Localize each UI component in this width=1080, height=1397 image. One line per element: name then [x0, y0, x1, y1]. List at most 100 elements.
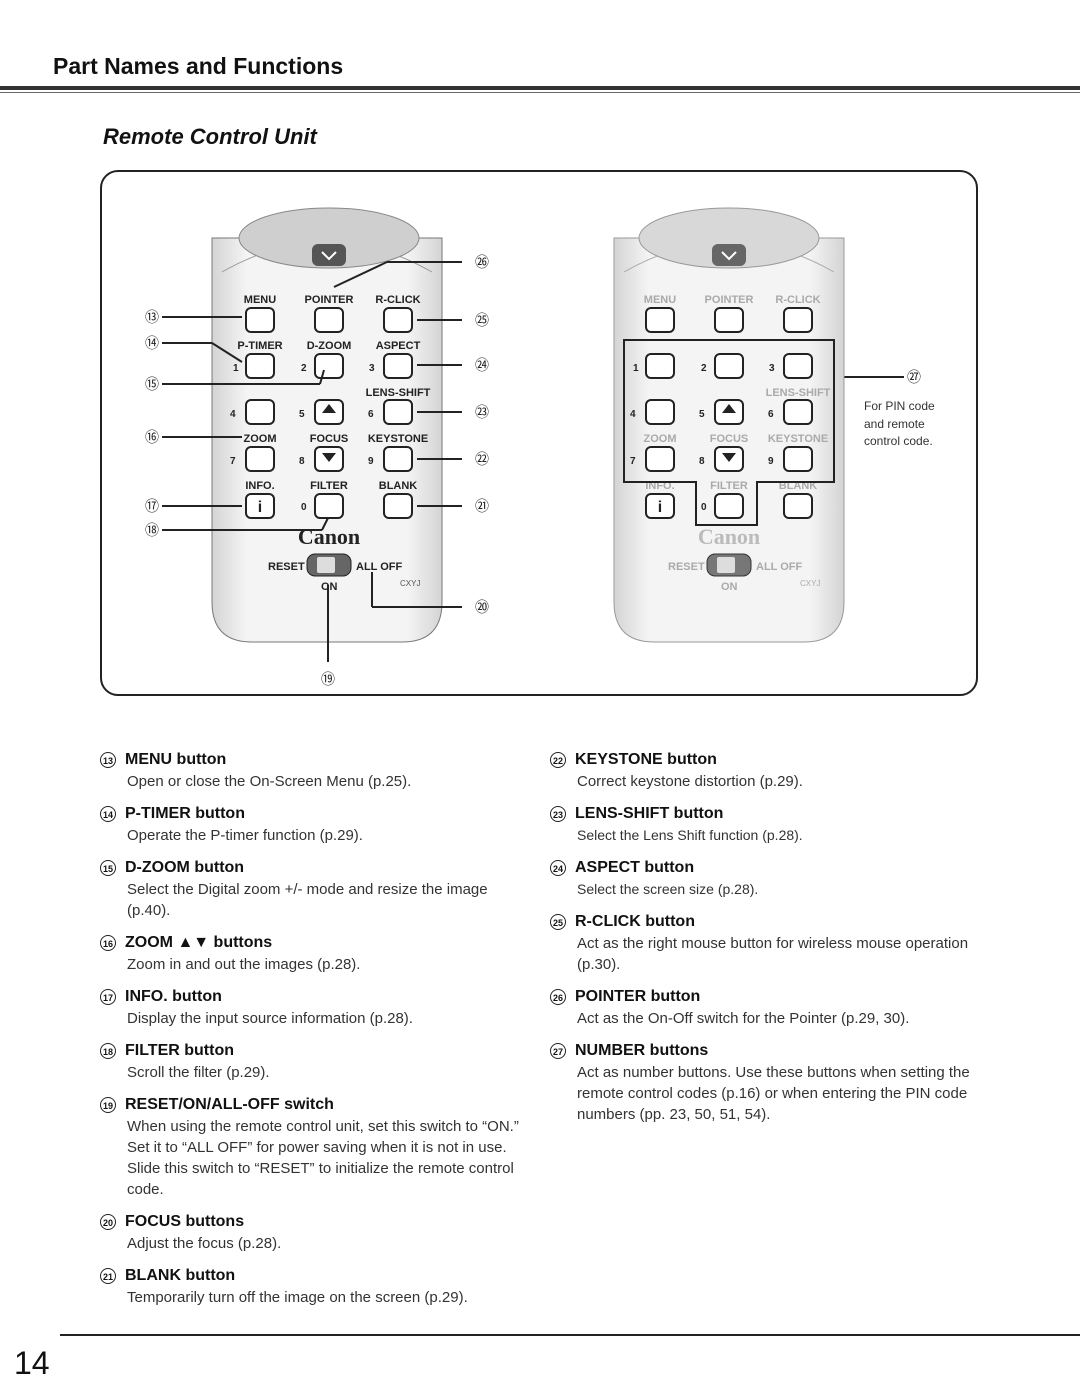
subsection-title: Remote Control Unit	[103, 124, 317, 149]
callout-23: ㉓	[475, 404, 489, 420]
svg-text:4: 4	[630, 409, 636, 420]
callout-17: ⑰	[145, 498, 159, 514]
item-title: ASPECT button	[575, 859, 695, 876]
item-body: Adjust the focus (p.28).	[127, 1235, 282, 1252]
item-number: 24	[550, 860, 566, 876]
callout-20: ⑳	[475, 599, 489, 615]
svg-text:5: 5	[299, 409, 305, 420]
item-title: RESET/ON/ALL-OFF switch	[125, 1096, 334, 1113]
item-title: FILTER button	[125, 1042, 234, 1059]
label-alloff: ALL OFF	[356, 561, 403, 573]
svg-text:KEYSTONE: KEYSTONE	[768, 433, 828, 445]
svg-text:R-CLICK: R-CLICK	[775, 294, 820, 306]
svg-text:1: 1	[233, 363, 239, 374]
rclick-button-shape	[383, 307, 413, 333]
remote-illustration: MENU POINTER R-CLICK P-TIMER D-ZOOM ASPE…	[145, 207, 935, 687]
callout-26: ㉖	[475, 254, 489, 270]
svg-text:ON: ON	[721, 581, 738, 593]
item-title: D-ZOOM button	[125, 859, 245, 876]
svg-text:CXYJ: CXYJ	[800, 579, 820, 588]
svg-text:POINTER: POINTER	[705, 294, 754, 306]
svg-text:2: 2	[701, 363, 707, 374]
item-title: P-TIMER button	[125, 805, 245, 822]
callout-14: ⑭	[145, 335, 159, 351]
item-number: 27	[550, 1043, 566, 1059]
item-number: 26	[550, 989, 566, 1005]
svg-text:5: 5	[699, 409, 705, 420]
remote-right: MENU POINTER R-CLICK LENS-SHIFT ZOOM FOC…	[613, 207, 845, 643]
callout-27: ㉗	[907, 369, 921, 385]
svg-text:LENS-SHIFT: LENS-SHIFT	[766, 387, 831, 399]
svg-text:9: 9	[768, 456, 774, 467]
item-body: When using the remote control unit, set …	[127, 1118, 519, 1198]
label-info: INFO.	[245, 480, 274, 492]
header-rule	[0, 86, 1080, 90]
callout-22: ㉒	[475, 451, 489, 467]
item-body: Correct keystone distortion (p.29).	[577, 773, 803, 790]
label-on: ON	[321, 581, 338, 593]
svg-text:1: 1	[633, 363, 639, 374]
label-menu: MENU	[244, 294, 276, 306]
item-number: 14	[100, 806, 116, 822]
item-number: 22	[550, 752, 566, 768]
callout-15: ⑮	[145, 376, 159, 392]
pointer-button-shape	[314, 307, 344, 333]
svg-text:0: 0	[701, 502, 707, 513]
item-body: Open or close the On-Screen Menu (p.25).	[127, 773, 412, 790]
page-number: 14	[14, 1345, 50, 1381]
remote-control-figure: MENU POINTER R-CLICK P-TIMER D-ZOOM ASPE…	[100, 170, 978, 696]
svg-text:7: 7	[630, 456, 636, 467]
svg-text:CXYJ: CXYJ	[400, 579, 420, 588]
svg-text:MENU: MENU	[644, 294, 676, 306]
svg-text:6: 6	[768, 409, 774, 420]
item-number: 21	[100, 1268, 116, 1284]
callout-19: ⑲	[321, 671, 335, 687]
item-number: 17	[100, 989, 116, 1005]
svg-text:0: 0	[301, 502, 307, 513]
svg-text:ZOOM: ZOOM	[644, 433, 677, 445]
item-body: Act as the right mouse button for wirele…	[577, 935, 969, 973]
label-ptimer: P-TIMER	[237, 340, 282, 352]
blank-button-shape	[383, 493, 413, 519]
item-title: MENU button	[125, 751, 227, 768]
dzoom-button-shape	[314, 353, 344, 379]
item-title: LENS-SHIFT button	[575, 805, 724, 822]
callout-24: ㉔	[475, 357, 489, 373]
item-title: FOCUS buttons	[125, 1213, 245, 1230]
svg-text:FOCUS: FOCUS	[710, 433, 749, 445]
item-pointer: 26 POINTER button Act as the On-Off switc…	[550, 987, 970, 1029]
item-body: Act as the On-Off switch for the Pointer…	[577, 1010, 910, 1027]
item-body: Operate the P-timer function (p.29).	[127, 827, 363, 844]
item-title: R-CLICK button	[575, 913, 695, 930]
svg-text:i: i	[258, 499, 262, 516]
item-body: Display the input source information (p.…	[127, 1010, 413, 1027]
svg-text:8: 8	[299, 456, 305, 467]
remote-left: MENU POINTER R-CLICK P-TIMER D-ZOOM ASPE…	[211, 207, 443, 643]
item-title: BLANK button	[125, 1267, 236, 1284]
item-number: 16	[100, 935, 116, 951]
item-ptimer: 14 P-TIMER button Operate the P-timer fun…	[100, 804, 520, 846]
svg-text:8: 8	[699, 456, 705, 467]
item-title: NUMBER buttons	[575, 1042, 709, 1059]
svg-text:control code.: control code.	[864, 434, 933, 448]
callout-25: ㉕	[475, 312, 489, 328]
svg-text:3: 3	[769, 363, 775, 374]
item-number: 19	[100, 1097, 116, 1113]
item-title: POINTER button	[575, 988, 701, 1005]
label-filter: FILTER	[310, 480, 348, 492]
label-reset: RESET	[268, 561, 305, 573]
label-blank: BLANK	[379, 480, 418, 492]
zoom-down-button-shape	[245, 446, 275, 472]
label-lensshift: LENS-SHIFT	[366, 387, 431, 399]
svg-text:and remote: and remote	[864, 417, 925, 431]
svg-text:6: 6	[368, 409, 374, 420]
aspect-button-shape	[383, 353, 413, 379]
callout-18: ⑱	[145, 522, 159, 538]
